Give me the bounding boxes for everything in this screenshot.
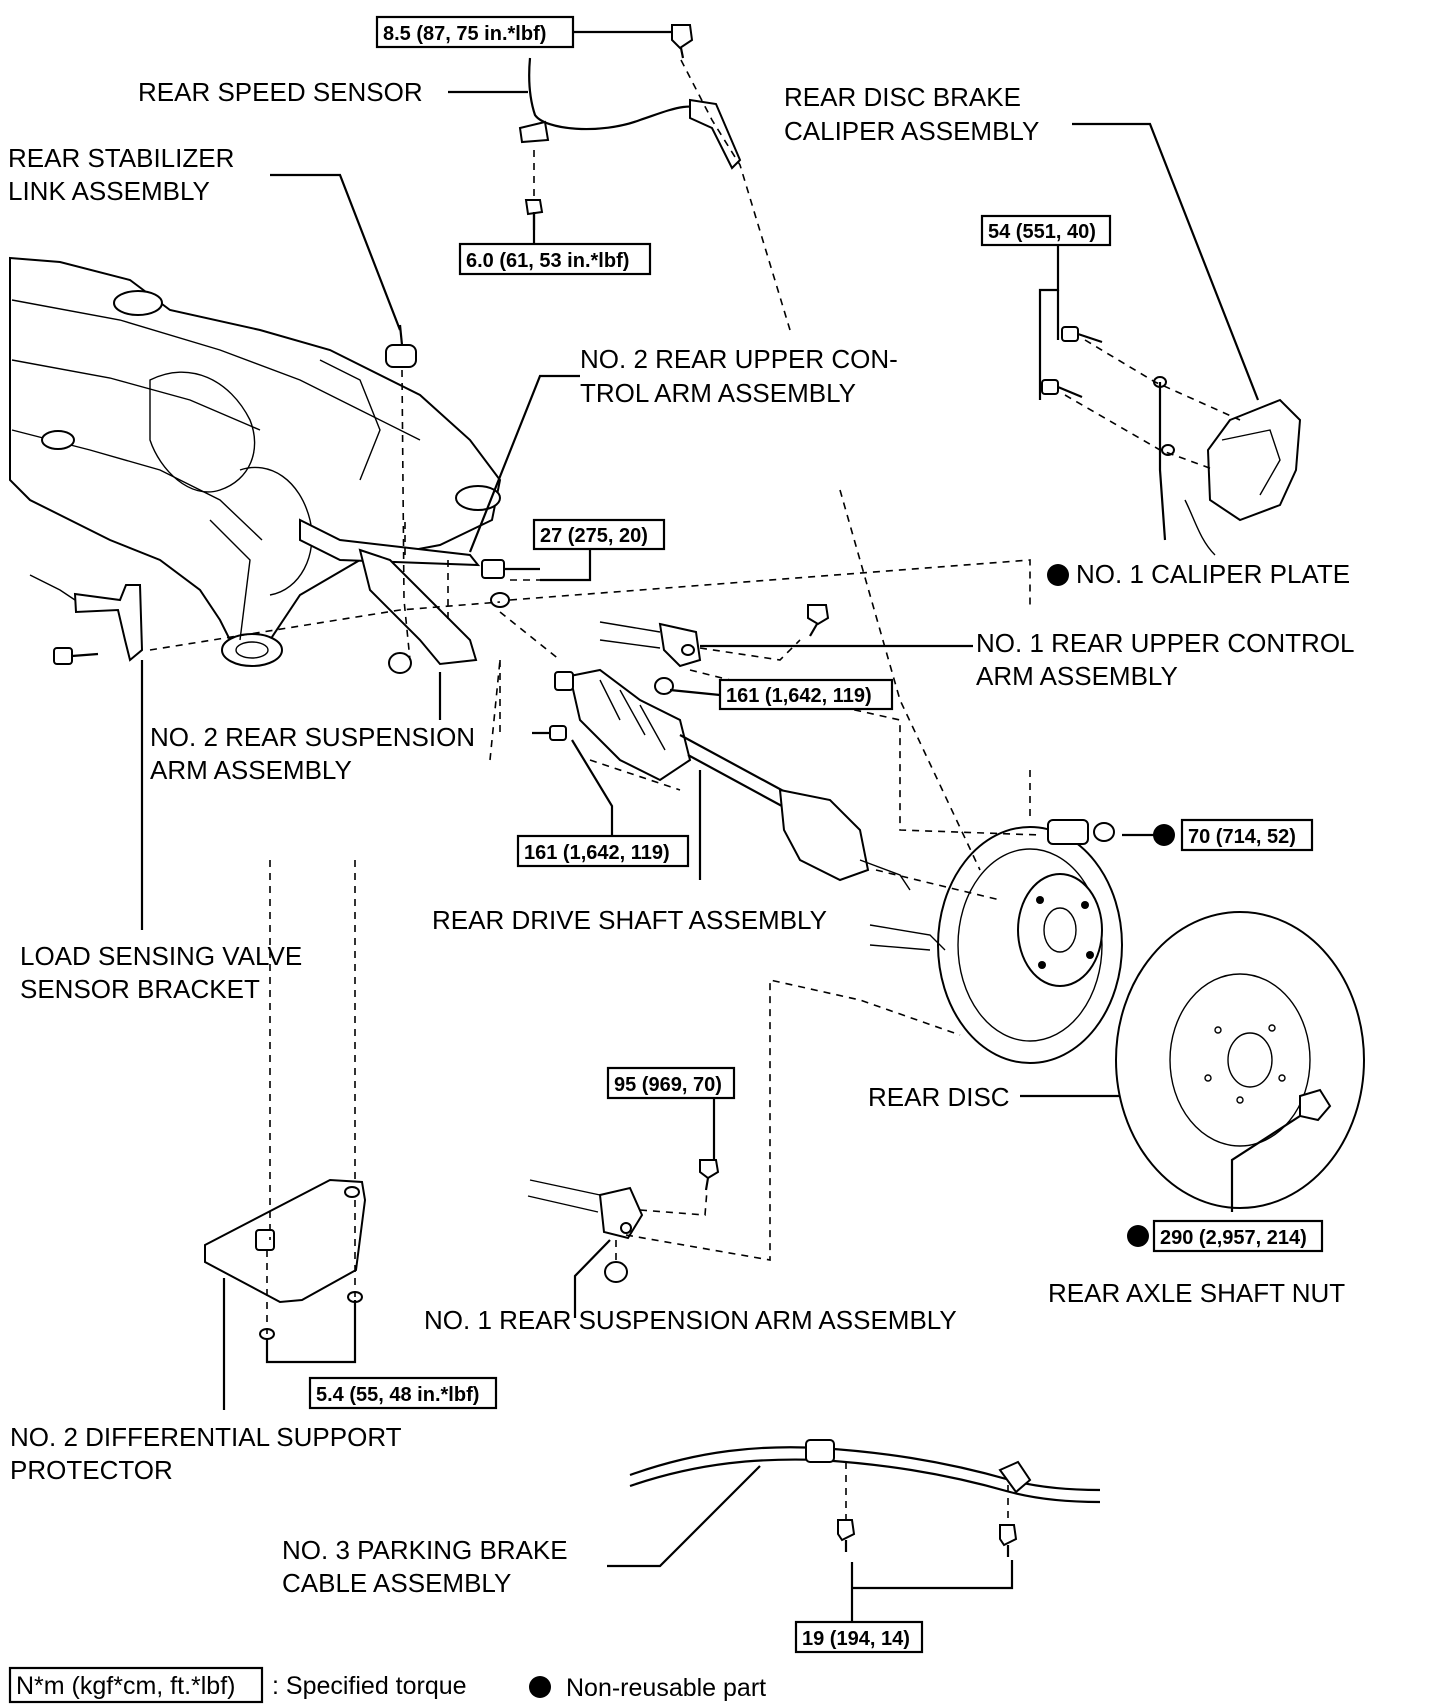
torque-caliper: 54 (551, 40) bbox=[988, 221, 1096, 243]
rear-drive-shaft-drawing bbox=[532, 668, 911, 891]
parking-brake-cable-drawing bbox=[629, 1439, 1101, 1557]
torque-no2-suspension-arm: 161 (1,642, 119) bbox=[524, 842, 670, 864]
torque-axle-shaft-nut: 290 (2,957, 214) bbox=[1160, 1227, 1307, 1249]
legend-dot-desc: Non-reusable part bbox=[566, 1674, 766, 1702]
non-reusable-dot-hub-nut bbox=[1153, 824, 1175, 846]
torque-diff-protector: 5.4 (55, 48 in.*lbf) bbox=[316, 1384, 479, 1406]
legend-unit-box: N*m (kgf*cm, ft.*lbf) bbox=[16, 1672, 235, 1700]
axle-carrier-hub-drawing bbox=[869, 819, 1123, 1064]
stabilizer-link-drawing bbox=[385, 324, 417, 368]
label-rear-disc: REAR DISC bbox=[868, 1082, 1010, 1112]
label-no1-rear-suspension-arm: NO. 1 REAR SUSPENSION ARM ASSEMBLY bbox=[424, 1305, 957, 1335]
no2-upper-arm-drawing bbox=[299, 518, 540, 608]
label-rear-drive-shaft: REAR DRIVE SHAFT ASSEMBLY bbox=[432, 905, 827, 935]
label-no2-differential-support-protector: NO. 2 DIFFERENTIAL SUPPORT PROTECTOR bbox=[10, 1422, 408, 1485]
torque-no1-suspension-arm: 95 (969, 70) bbox=[614, 1074, 722, 1096]
rear-disc-drawing bbox=[1115, 911, 1365, 1209]
leader-lines bbox=[140, 30, 1301, 1622]
no1-upper-arm-drawing bbox=[599, 604, 830, 695]
brake-caliper-drawing bbox=[1041, 326, 1302, 556]
torque-no2-upper-arm: 27 (275, 20) bbox=[540, 525, 648, 547]
torque-speed-sensor-bottom: 6.0 (61, 53 in.*lbf) bbox=[466, 250, 629, 272]
legend-unit-desc: : Specified torque bbox=[272, 1672, 467, 1700]
no1-suspension-arm-drawing bbox=[527, 1159, 720, 1283]
label-no3-parking-brake-cable: NO. 3 PARKING BRAKE CABLE ASSEMBLY bbox=[282, 1535, 575, 1598]
label-rear-disc-brake-caliper: REAR DISC BRAKE CALIPER ASSEMBLY bbox=[784, 82, 1039, 146]
non-reusable-dot-axle-nut bbox=[1127, 1225, 1149, 1247]
torque-boxes: 8.5 (87, 75 in.*lbf) 6.0 (61, 53 in.*lbf… bbox=[308, 15, 1324, 1654]
label-no1-caliper-plate: NO. 1 CALIPER PLATE bbox=[1076, 559, 1350, 589]
non-reusable-dot-caliper-plate bbox=[1047, 564, 1069, 586]
no2-suspension-arm-drawing bbox=[358, 548, 478, 674]
label-rear-stabilizer-link: REAR STABILIZER LINK ASSEMBLY bbox=[8, 143, 242, 206]
load-sensing-bracket-drawing bbox=[29, 574, 144, 665]
legend-dot-icon bbox=[529, 1676, 551, 1698]
label-no2-rear-suspension-arm: NO. 2 REAR SUSPENSION ARM ASSEMBLY bbox=[150, 722, 482, 785]
torque-hub-nut: 70 (714, 52) bbox=[1188, 826, 1296, 848]
rear-speed-sensor-drawing bbox=[518, 24, 742, 230]
label-rear-axle-shaft-nut: REAR AXLE SHAFT NUT bbox=[1048, 1278, 1345, 1308]
label-no1-rear-upper-control-arm: NO. 1 REAR UPPER CONTROL ARM ASSEMBLY bbox=[976, 628, 1361, 691]
label-no2-rear-upper-control-arm: NO. 2 REAR UPPER CON- TROL ARM ASSEMBLY bbox=[580, 344, 905, 408]
label-rear-speed-sensor: REAR SPEED SENSOR bbox=[138, 77, 423, 107]
part-labels: REAR SPEED SENSOR REAR DISC BRAKE CALIPE… bbox=[8, 77, 1361, 1598]
torque-speed-sensor-top: 8.5 (87, 75 in.*lbf) bbox=[383, 23, 546, 45]
torque-parking-brake-cable: 19 (194, 14) bbox=[802, 1628, 910, 1650]
label-load-sensing-valve-bracket: LOAD SENSING VALVE SENSOR BRACKET bbox=[20, 941, 309, 1004]
legend: N*m (kgf*cm, ft.*lbf) : Specified torque… bbox=[8, 1666, 766, 1704]
diff-support-protector-drawing bbox=[204, 1178, 367, 1340]
torque-no1-upper-arm: 161 (1,642, 119) bbox=[726, 685, 872, 707]
